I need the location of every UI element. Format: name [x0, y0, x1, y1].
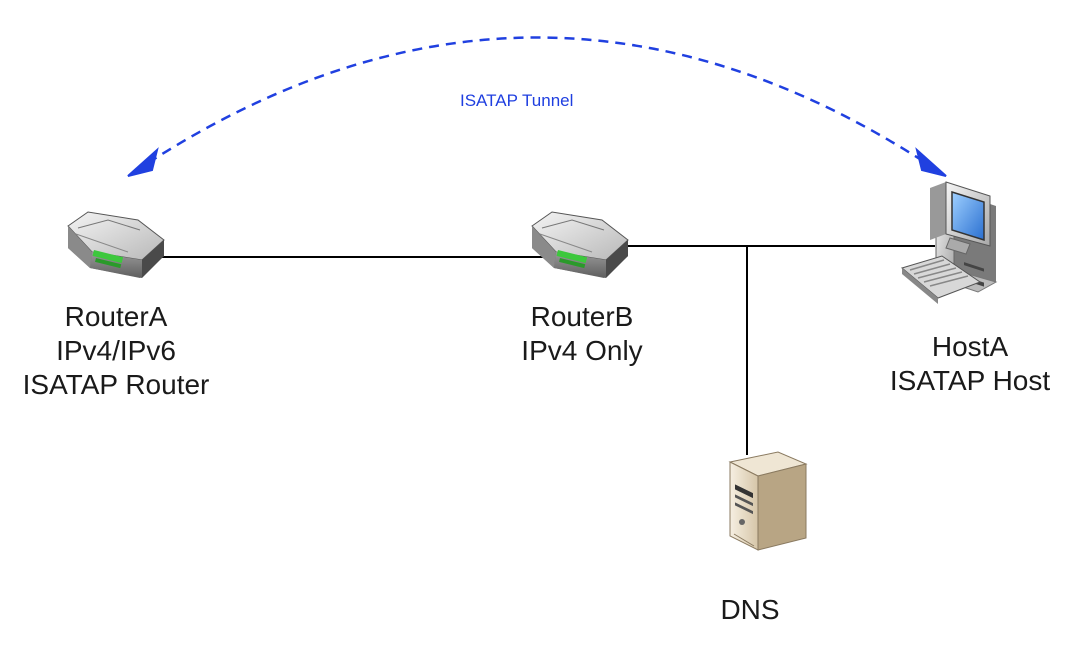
router-b-name: RouterB: [530, 301, 634, 332]
router-icon: [67, 211, 165, 278]
router-a-label: RouterA IPv4/IPv6 ISATAP Router: [0, 300, 232, 402]
host-a-name: HostA: [931, 331, 1009, 362]
server-icon: [728, 451, 808, 551]
tunnel-label: ISATAP Tunnel: [460, 91, 574, 110]
tunnel-arrowhead-left: [127, 147, 159, 177]
router-b-protocol: IPv4 Only: [521, 335, 643, 366]
dns-label: DNS: [700, 593, 800, 627]
router-b-label: RouterB IPv4 Only: [492, 300, 672, 368]
host-a-label: HostA ISATAP Host: [872, 330, 1068, 398]
router-a-name: RouterA: [64, 301, 168, 332]
computer-icon: [900, 181, 998, 304]
router-icon: [531, 211, 629, 278]
router-a-protocol: IPv4/IPv6: [56, 335, 176, 366]
tunnel-arrowhead-right: [915, 147, 947, 177]
router-a-role: ISATAP Router: [22, 369, 210, 400]
isatap-tunnel-arc: [147, 36, 927, 165]
dns-name: DNS: [720, 594, 780, 625]
host-a-role: ISATAP Host: [889, 365, 1051, 396]
